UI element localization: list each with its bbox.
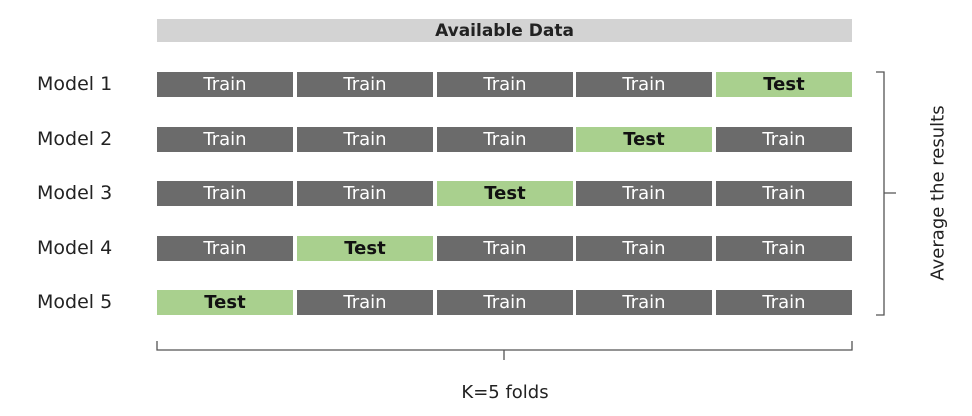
train-fold-cell: Train <box>297 127 433 152</box>
train-fold-cell: Train <box>437 236 573 261</box>
test-fold-cell: Test <box>437 181 573 206</box>
right-bracket <box>876 71 896 316</box>
train-fold-cell: Train <box>576 181 712 206</box>
train-fold-cell: Train <box>716 290 852 315</box>
train-fold-cell: Train <box>157 236 293 261</box>
train-fold-cell: Train <box>437 72 573 97</box>
train-fold-cell: Train <box>576 290 712 315</box>
model-label: Model 4 <box>37 237 113 259</box>
train-fold-cell: Train <box>157 72 293 97</box>
folds-label: K=5 folds <box>461 382 549 403</box>
bottom-bracket <box>156 341 853 360</box>
train-fold-cell: Train <box>716 181 852 206</box>
model-label: Model 1 <box>37 73 113 95</box>
test-fold-cell: Test <box>716 72 852 97</box>
train-fold-cell: Train <box>157 127 293 152</box>
train-fold-cell: Train <box>157 181 293 206</box>
train-fold-cell: Train <box>716 127 852 152</box>
train-fold-cell: Train <box>297 181 433 206</box>
average-results-text: Average the results <box>927 105 949 281</box>
model-label: Model 2 <box>37 128 113 150</box>
test-fold-cell: Test <box>157 290 293 315</box>
train-fold-cell: Train <box>576 72 712 97</box>
train-fold-cell: Train <box>297 290 433 315</box>
train-fold-cell: Train <box>297 72 433 97</box>
model-label: Model 3 <box>37 182 113 204</box>
test-fold-cell: Test <box>576 127 712 152</box>
model-label: Model 5 <box>37 291 113 313</box>
train-fold-cell: Train <box>437 127 573 152</box>
test-fold-cell: Test <box>297 236 433 261</box>
train-fold-cell: Train <box>716 236 852 261</box>
header-title: Available Data <box>435 20 574 41</box>
available-data-header: Available Data <box>157 19 852 42</box>
train-fold-cell: Train <box>437 290 573 315</box>
train-fold-cell: Train <box>576 236 712 261</box>
